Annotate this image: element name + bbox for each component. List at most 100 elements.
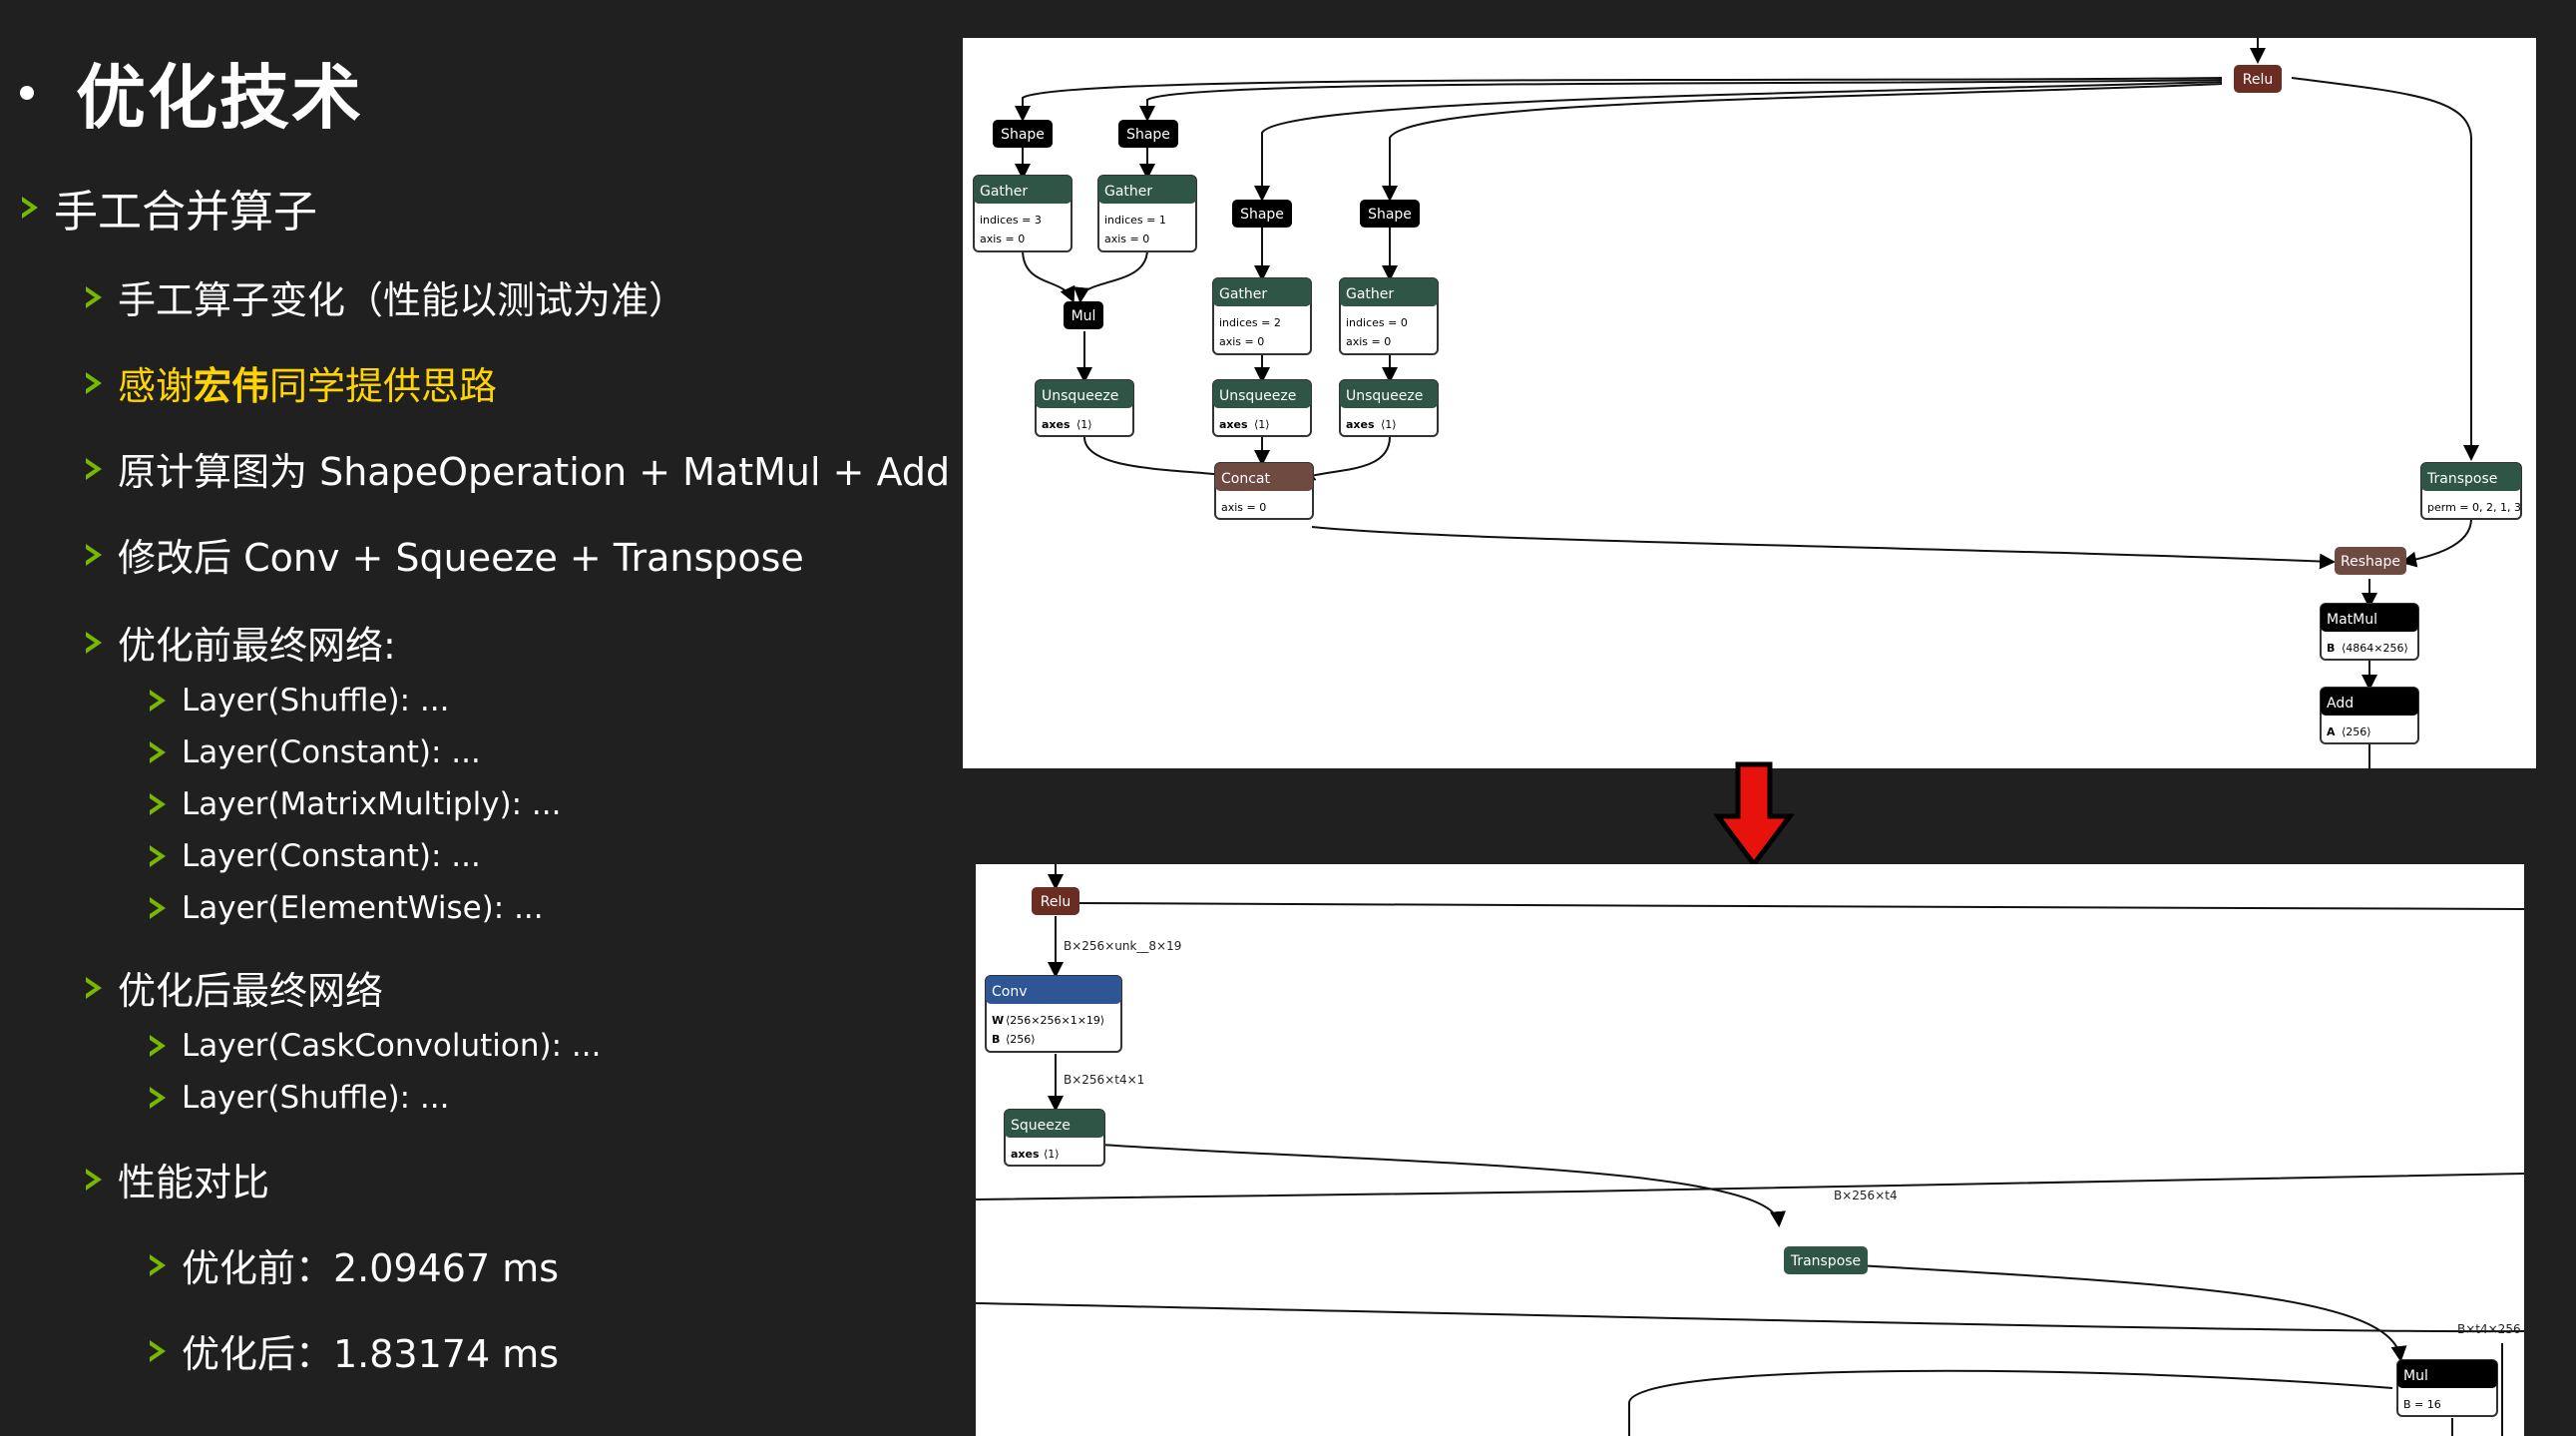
svg-text:⟨256⟩: ⟨256⟩: [1006, 1033, 1036, 1046]
edge-label: B×256×t4×1: [1064, 1073, 1144, 1087]
node-concat: Concat axis = 0: [1214, 462, 1314, 520]
svg-text:axis = 0: axis = 0: [1104, 233, 1149, 245]
graph-before: Relu Shape Shape Shape Shape Gather indi…: [973, 38, 2522, 768]
arrow-bullet-icon: [150, 1035, 166, 1057]
svg-text:Gather: Gather: [1104, 184, 1152, 200]
item-change: 手工算子变化（性能以测试为准）: [86, 269, 686, 324]
node-gather: Gather indices = 0 axis = 0: [1339, 277, 1439, 355]
graph-after-panel: Relu B×256×unk__8×19 Conv W ⟨256×256×1×1…: [976, 864, 2524, 1436]
item-after-net: 优化后最终网络: [86, 960, 383, 1015]
item-label: 原计算图为 ShapeOperation + MatMul + Add: [118, 450, 951, 494]
node-add: Add A ⟨256⟩: [2320, 687, 2419, 744]
item-label: 优化前：2.09467 ms: [182, 1246, 560, 1290]
svg-text:indices = 1: indices = 1: [1104, 214, 1166, 227]
item-label: 优化后最终网络: [118, 969, 384, 1013]
item-label: 修改后 Conv + Squeeze + Transpose: [118, 536, 804, 580]
layer-item: Layer(Constant): ...: [150, 734, 481, 770]
arrow-bullet-icon: [150, 1087, 166, 1109]
item-manual-merge: 手工合并算子: [22, 176, 317, 239]
node-shape: [1360, 200, 1420, 228]
edge-label: B×256×t4: [1834, 1189, 1898, 1202]
arrow-bullet-icon: [150, 793, 166, 815]
svg-text:indices = 3: indices = 3: [980, 214, 1042, 227]
svg-text:axis = 0: axis = 0: [980, 233, 1025, 245]
node-transpose: [1784, 1246, 1868, 1274]
svg-text:Unsqueeze: Unsqueeze: [1042, 388, 1118, 404]
layer-label: Layer(Shuffle): ...: [182, 1080, 450, 1116]
node-mul: [1064, 301, 1103, 329]
node-gather: Gather indices = 3 axis = 0: [973, 175, 1073, 252]
layer-item: Layer(MatrixMultiply): ...: [150, 786, 562, 822]
svg-text:perm = 0, 2, 1, 3: perm = 0, 2, 1, 3: [2427, 501, 2521, 514]
svg-text:Unsqueeze: Unsqueeze: [1219, 388, 1296, 404]
svg-text:Add: Add: [2327, 696, 2354, 712]
arrow-bullet-icon: [86, 1168, 102, 1191]
svg-text:W: W: [992, 1014, 1004, 1027]
node-conv: Conv W ⟨256×256×1×19⟩ B ⟨256⟩: [985, 975, 1122, 1053]
node-unsqueeze: Unsqueeze axes ⟨1⟩: [1339, 379, 1439, 437]
arrow-bullet-icon: [150, 897, 166, 919]
svg-text:Mul: Mul: [2403, 1368, 2428, 1384]
arrow-bullet-icon: [86, 285, 102, 308]
arrow-bullet-icon: [86, 631, 102, 654]
node-gather: Gather indices = 1 axis = 0: [1097, 175, 1197, 252]
edge-label: B×256×unk__8×19: [1064, 939, 1181, 953]
arrow-bullet-icon: [86, 371, 102, 394]
item-modified: 修改后 Conv + Squeeze + Transpose: [86, 527, 804, 582]
svg-text:MatMul: MatMul: [2327, 612, 2377, 628]
slide-title-row: 优化技术: [20, 42, 363, 143]
svg-text:axis = 0: axis = 0: [1219, 335, 1264, 348]
arrow-bullet-icon: [150, 845, 166, 867]
node-shape: [1118, 120, 1178, 148]
down-arrow-icon: [1714, 761, 1794, 869]
thanks-prefix: 感谢: [118, 364, 195, 408]
item-perf-after: 优化后：1.83174 ms: [150, 1323, 559, 1378]
layer-label: Layer(Constant): ...: [182, 838, 481, 874]
svg-text:indices = 2: indices = 2: [1219, 316, 1281, 329]
svg-text:Transpose: Transpose: [2426, 471, 2497, 487]
svg-text:⟨1⟩: ⟨1⟩: [1381, 418, 1397, 431]
node-shape: [993, 120, 1053, 148]
svg-text:Relu: Relu: [1041, 894, 1071, 910]
arrow-bullet-icon: [86, 976, 102, 999]
graph-after: Relu B×256×unk__8×19 Conv W ⟨256×256×1×1…: [976, 864, 2524, 1436]
layer-label: Layer(Shuffle): ...: [182, 683, 450, 718]
node-shape-label: Shape: [1126, 127, 1170, 143]
arrow-bullet-icon: [86, 457, 102, 480]
svg-text:Concat: Concat: [1221, 471, 1270, 487]
svg-text:indices = 0: indices = 0: [1346, 316, 1408, 329]
node-shape-label: Shape: [1368, 207, 1412, 223]
thanks-suffix: 同学提供思路: [269, 364, 498, 408]
layer-label: Layer(ElementWise): ...: [182, 890, 544, 926]
node-mul: Mul B = 16: [2396, 1359, 2498, 1417]
svg-text:Gather: Gather: [980, 184, 1028, 200]
svg-text:axes: axes: [1346, 418, 1375, 431]
node-shape-label: Shape: [1240, 207, 1284, 223]
graph-before-panel: Relu Shape Shape Shape Shape Gather indi…: [963, 38, 2536, 768]
node-gather: Gather indices = 2 axis = 0: [1212, 277, 1312, 355]
layer-label: Layer(MatrixMultiply): ...: [182, 786, 562, 822]
item-before-net: 优化前最终网络:: [86, 615, 396, 670]
item-original: 原计算图为 ShapeOperation + MatMul + Add: [86, 441, 950, 496]
svg-text:⟨1⟩: ⟨1⟩: [1254, 418, 1270, 431]
arrow-bullet-icon: [150, 690, 166, 712]
arrow-bullet-icon: [150, 1253, 166, 1276]
title-bullet: [20, 85, 34, 100]
layer-item: Layer(Shuffle): ...: [150, 683, 450, 718]
node-squeeze: Squeeze axes ⟨1⟩: [1004, 1109, 1105, 1167]
slide-title: 优化技术: [76, 57, 363, 139]
edge-label: B×t4×256: [2457, 1322, 2521, 1336]
bullet-list: 优化技术 手工合并算子 手工算子变化（性能以测试为准） 感谢宏伟同学提供思路 原…: [0, 0, 958, 1436]
node-relu: [2234, 65, 2282, 93]
node-relu-label: Relu: [2243, 72, 2273, 88]
svg-text:axes: axes: [1219, 418, 1248, 431]
svg-text:B = 16: B = 16: [2403, 1398, 2441, 1411]
layer-item: Layer(Constant): ...: [150, 838, 481, 874]
arrow-bullet-icon: [150, 1339, 166, 1362]
svg-text:Gather: Gather: [1219, 286, 1267, 302]
node-reshape: [2335, 547, 2406, 575]
svg-text:Unsqueeze: Unsqueeze: [1346, 388, 1423, 404]
layer-item: Layer(ElementWise): ...: [150, 890, 544, 926]
arrow-bullet-icon: [86, 543, 102, 566]
node-transpose: Transpose perm = 0, 2, 1, 3: [2420, 462, 2522, 520]
